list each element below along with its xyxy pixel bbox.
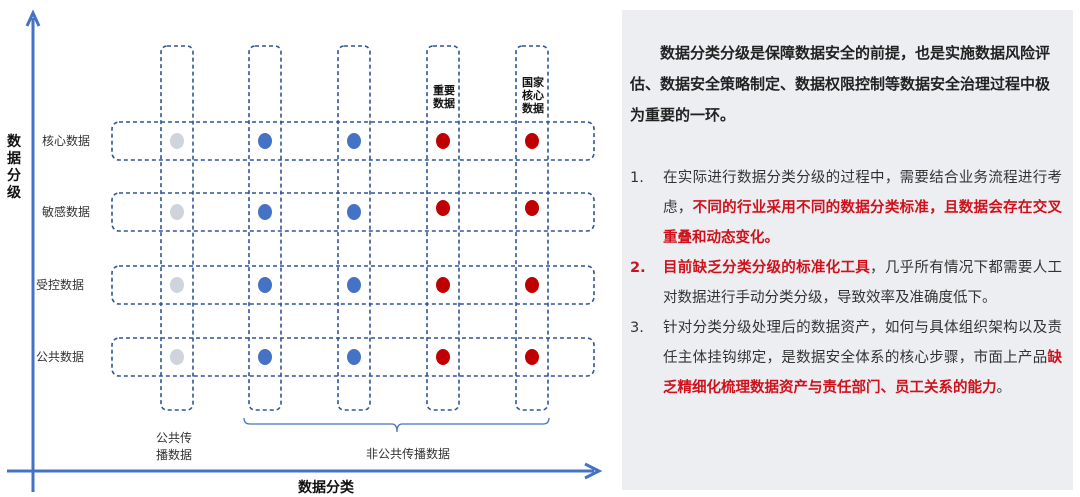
column-box xyxy=(426,45,460,411)
x-axis-arrow-icon xyxy=(584,462,603,480)
row-label: 核心数据 xyxy=(42,134,91,148)
row-label: 受控数据 xyxy=(36,278,85,292)
column-label-important: 重要数据 xyxy=(433,84,455,110)
row-box xyxy=(111,337,595,377)
column-box xyxy=(160,45,194,411)
y-axis-arrow-icon xyxy=(25,9,41,27)
dot-public xyxy=(170,349,184,365)
list-text: 目前缺乏分类分级的标准化工具，几乎所有情况下都需要人工对数据进行手动分类分级，导… xyxy=(663,253,1062,313)
list-text: 针对分类分级处理后的数据资产，如何与具体组织架构以及责任主体挂钩绑定，是数据安全… xyxy=(663,313,1062,403)
y-axis-label: 数据分级 xyxy=(7,134,21,201)
dot-important xyxy=(436,200,450,216)
highlight-text: 不同的行业采用不同的数据分类标准，且数据会存在交叉重叠和动态变化。 xyxy=(663,200,1062,246)
list-number: 1. xyxy=(630,170,644,186)
dot-normal xyxy=(347,349,361,365)
row-label: 公共数据 xyxy=(36,350,85,364)
dot-public xyxy=(170,277,184,293)
row-label: 敏感数据 xyxy=(42,205,91,219)
body-text: 。 xyxy=(996,380,1012,396)
column-box xyxy=(337,45,371,411)
group-nonpublic-label: 非公共传播数据 xyxy=(366,447,451,461)
column-box xyxy=(248,45,282,411)
column-label-national-core: 国家核心数据 xyxy=(522,76,544,115)
row-box xyxy=(111,192,595,232)
dot-important xyxy=(436,133,450,149)
row-box xyxy=(111,265,595,305)
dot-public xyxy=(170,133,184,149)
dot-important xyxy=(525,277,539,293)
dot-normal xyxy=(258,133,272,149)
dot-normal xyxy=(347,204,361,220)
group-public-label: 公共传 播数据 xyxy=(156,430,192,464)
dot-important xyxy=(436,277,450,293)
list-item: 1. 在实际进行数据分类分级的过程中，需要结合业务流程进行考虑，不同的行业采用不同… xyxy=(630,163,1062,253)
dot-important xyxy=(436,349,450,365)
dot-normal xyxy=(258,277,272,293)
intro-paragraph: 数据分类分级是保障数据安全的前提，也是实施数据风险评估、数据安全策略制定、数据权… xyxy=(630,44,1051,124)
list-item: 3. 针对分类分级处理后的数据资产，如何与具体组织架构以及责任主体挂钩绑定，是数据… xyxy=(630,313,1062,403)
x-axis-label: 数据分类 xyxy=(298,480,354,496)
column-box xyxy=(515,45,549,411)
dot-normal xyxy=(347,133,361,149)
issue-list: 1. 在实际进行数据分类分级的过程中，需要结合业务流程进行考虑，不同的行业采用不同… xyxy=(630,163,1062,403)
highlight-text: 缺乏精细化梳理数据资产与责任部门、员工关系的能力 xyxy=(663,350,1062,396)
body-text: ，几乎所有情况下都需要人工对数据进行手动分类分级，导致效率及准确度低下。 xyxy=(663,260,1063,306)
list-text: 在实际进行数据分类分级的过程中，需要结合业务流程进行考虑，不同的行业采用不同的数… xyxy=(663,163,1062,253)
nonpublic-brace xyxy=(243,417,550,433)
list-number: 2. xyxy=(630,260,646,276)
highlight-text: 目前缺乏分类分级的标准化工具 xyxy=(663,260,871,276)
list-item: 2. 目前缺乏分类分级的标准化工具，几乎所有情况下都需要人工对数据进行手动分类分级… xyxy=(630,253,1062,313)
group-public-line: 公共传 xyxy=(156,431,193,445)
row-box xyxy=(111,121,595,161)
dot-important xyxy=(525,133,539,149)
classification-grid-diagram xyxy=(7,9,603,492)
dot-important xyxy=(525,349,539,365)
dot-public xyxy=(170,204,184,220)
dot-normal xyxy=(347,277,361,293)
dot-important xyxy=(525,200,539,216)
body-text: 针对分类分级处理后的数据资产，如何与具体组织架构以及责任主体挂钩绑定，是数据安全… xyxy=(663,320,1062,366)
dot-normal xyxy=(258,349,272,365)
description-panel: 数据分类分级是保障数据安全的前提，也是实施数据风险评估、数据安全策略制定、数据权… xyxy=(622,10,1073,490)
list-number: 3. xyxy=(630,320,644,336)
group-public-line: 播数据 xyxy=(156,448,193,462)
dot-normal xyxy=(258,204,272,220)
body-text: 在实际进行数据分类分级的过程中，需要结合业务流程进行考虑， xyxy=(663,170,1062,216)
